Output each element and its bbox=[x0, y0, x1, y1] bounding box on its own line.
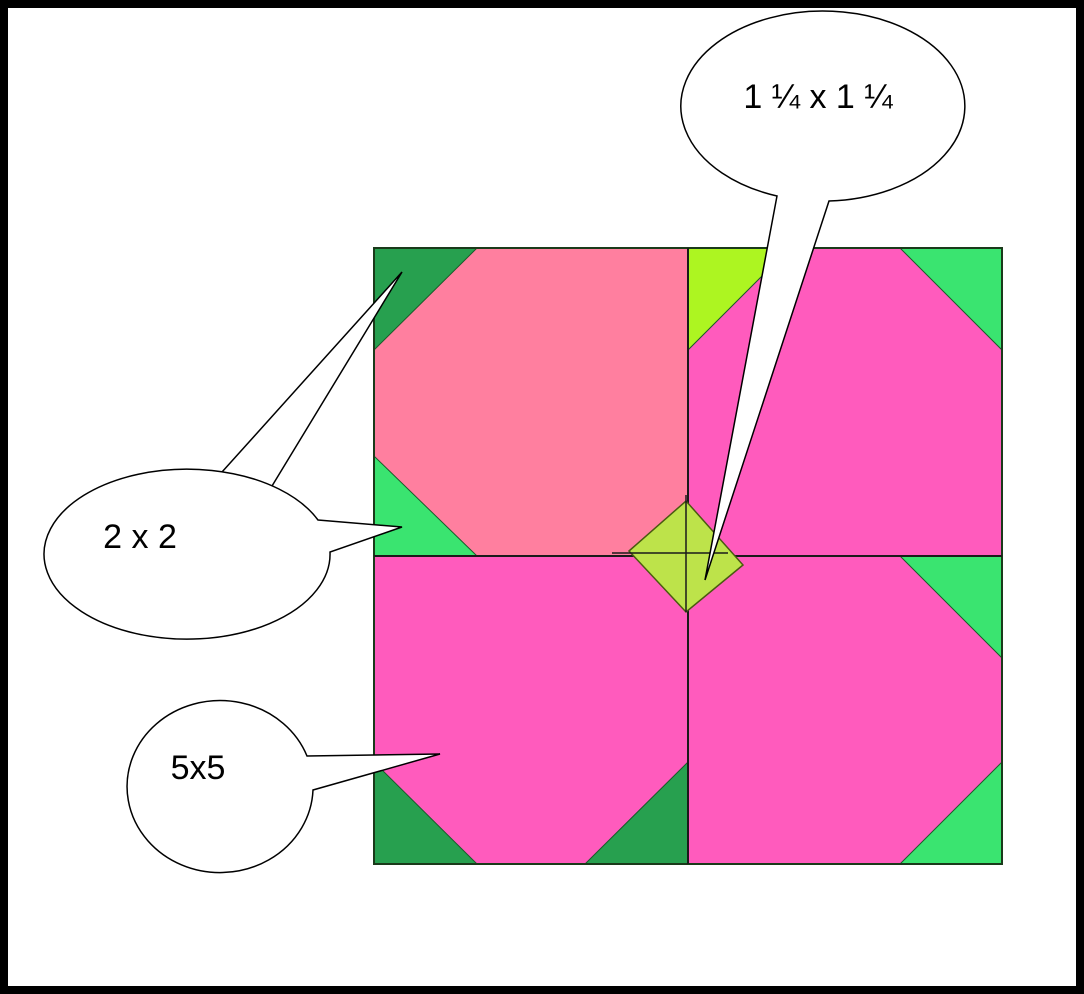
callout-large-square: 5x5 bbox=[126, 699, 441, 874]
quilt-block bbox=[373, 247, 1003, 865]
callout-corner-triangle: 2 x 2 bbox=[43, 271, 403, 640]
callout-small-square-bubble bbox=[680, 10, 966, 581]
quadrant-bottom-right bbox=[688, 555, 1003, 865]
callout-large-square-text: 5x5 bbox=[171, 749, 226, 787]
callout-large-square-bubble bbox=[126, 699, 441, 874]
callout-corner-triangle-text: 2 x 2 bbox=[103, 518, 177, 556]
quadrant-top-right bbox=[687, 247, 1003, 556]
large-square-bottom-left bbox=[374, 556, 688, 864]
callout-small-square-text: 1 ¼ x 1 ¼ bbox=[743, 78, 893, 116]
quadrant-bottom-left bbox=[373, 556, 689, 865]
callout-corner-triangle-pointer-up bbox=[221, 271, 403, 487]
quadrant-top-left bbox=[373, 247, 688, 557]
large-square-bottom-right bbox=[688, 556, 1002, 864]
large-square-top-left bbox=[374, 248, 688, 556]
callout-corner-triangle-bubble bbox=[43, 468, 403, 640]
callout-small-square: 1 ¼ x 1 ¼ bbox=[680, 10, 966, 581]
